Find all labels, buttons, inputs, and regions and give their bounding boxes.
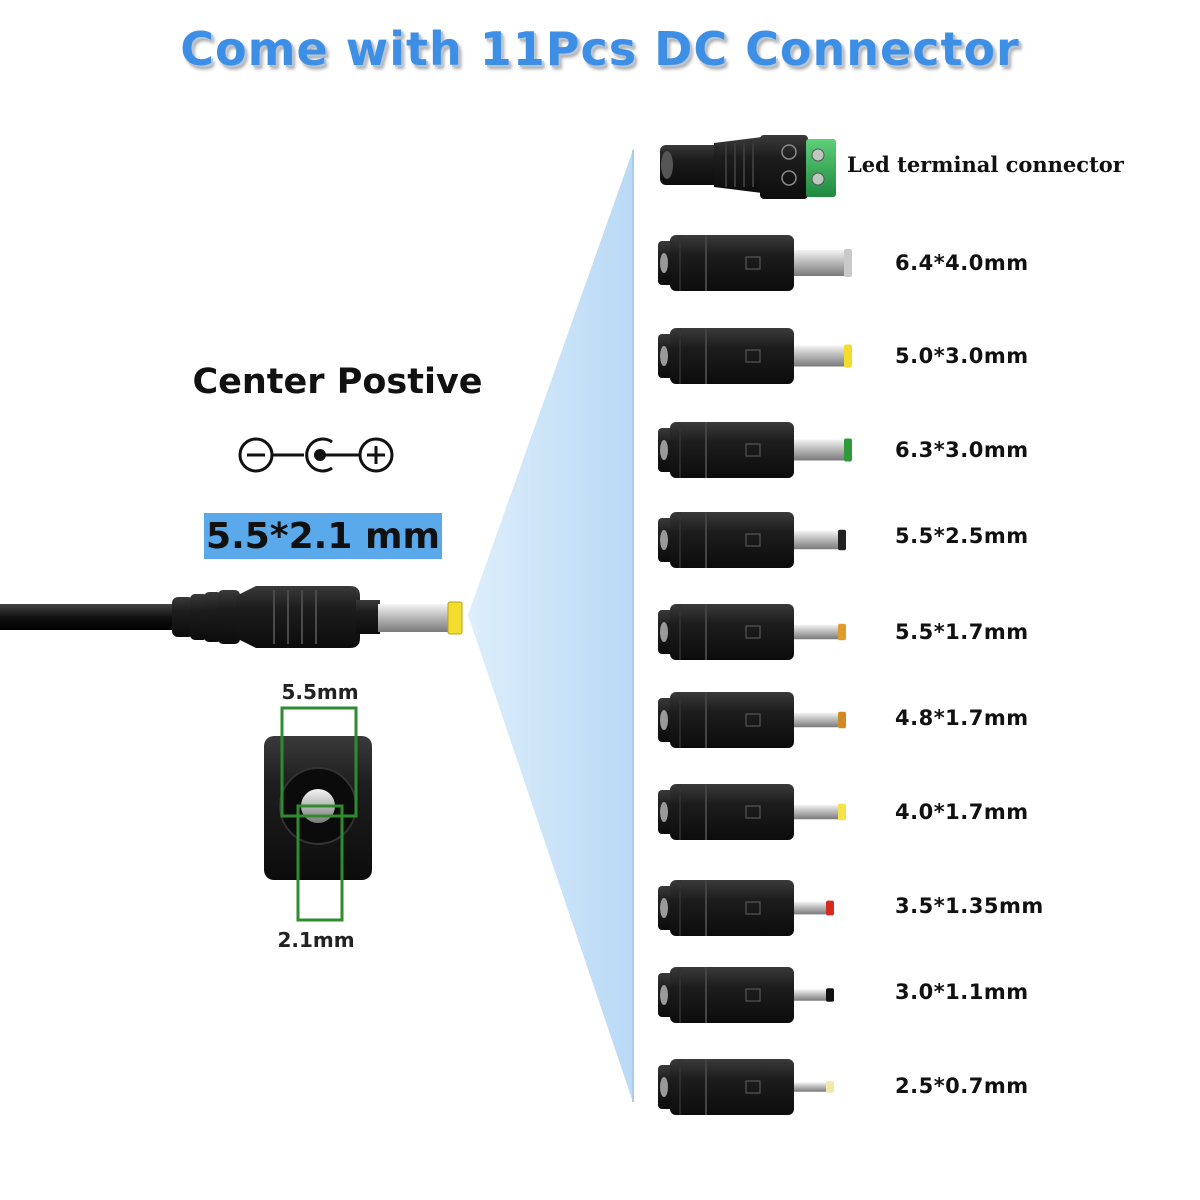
- adapter-6: [658, 692, 846, 748]
- adapter-label-4: 5.5*2.5mm: [895, 524, 1029, 548]
- adapter-2: [658, 328, 852, 384]
- socket-closeup: [264, 706, 372, 922]
- polarity-title: Center Postive: [192, 362, 483, 402]
- main-plug-size-badge: 5.5*2.1 mm: [204, 513, 442, 559]
- inner-diameter-marker: [296, 804, 344, 922]
- outer-diameter-marker: [280, 706, 358, 818]
- adapter-label-9: 3.0*1.1mm: [895, 980, 1029, 1004]
- adapter-9: [658, 967, 834, 1023]
- adapter-7: [658, 784, 846, 840]
- adapter-label-2: 5.0*3.0mm: [895, 344, 1029, 368]
- adapter-label-6: 4.8*1.7mm: [895, 706, 1029, 730]
- adapter-label-5: 5.5*1.7mm: [895, 620, 1029, 644]
- adapter-4: [658, 512, 846, 568]
- page-title: Come with 11Pcs DC Connector: [180, 22, 1020, 76]
- led-terminal-label: Led terminal connector: [847, 152, 1124, 177]
- adapter-label-3: 6.3*3.0mm: [895, 438, 1029, 462]
- main-plug: [0, 586, 463, 648]
- adapter-label-10: 2.5*0.7mm: [895, 1074, 1029, 1098]
- adapter-5: [658, 604, 846, 660]
- adapter-label-8: 3.5*1.35mm: [895, 894, 1044, 918]
- adapter-1: [658, 235, 852, 291]
- adapter-3: [658, 422, 852, 478]
- connector-list: [658, 135, 852, 1115]
- plus-circle-icon: [358, 437, 394, 473]
- adapter-10: [658, 1059, 834, 1115]
- outer-diameter-label: 5.5mm: [281, 680, 359, 704]
- center-pin-icon: [305, 437, 333, 473]
- adapter-label-1: 6.4*4.0mm: [895, 251, 1029, 275]
- polarity-diagram: [238, 437, 394, 473]
- inner-diameter-label: 2.1mm: [277, 928, 355, 952]
- led-terminal-connector: [660, 135, 836, 199]
- adapter-8: [658, 880, 834, 936]
- adapter-label-7: 4.0*1.7mm: [895, 800, 1029, 824]
- funnel-backdrop: [468, 150, 633, 1102]
